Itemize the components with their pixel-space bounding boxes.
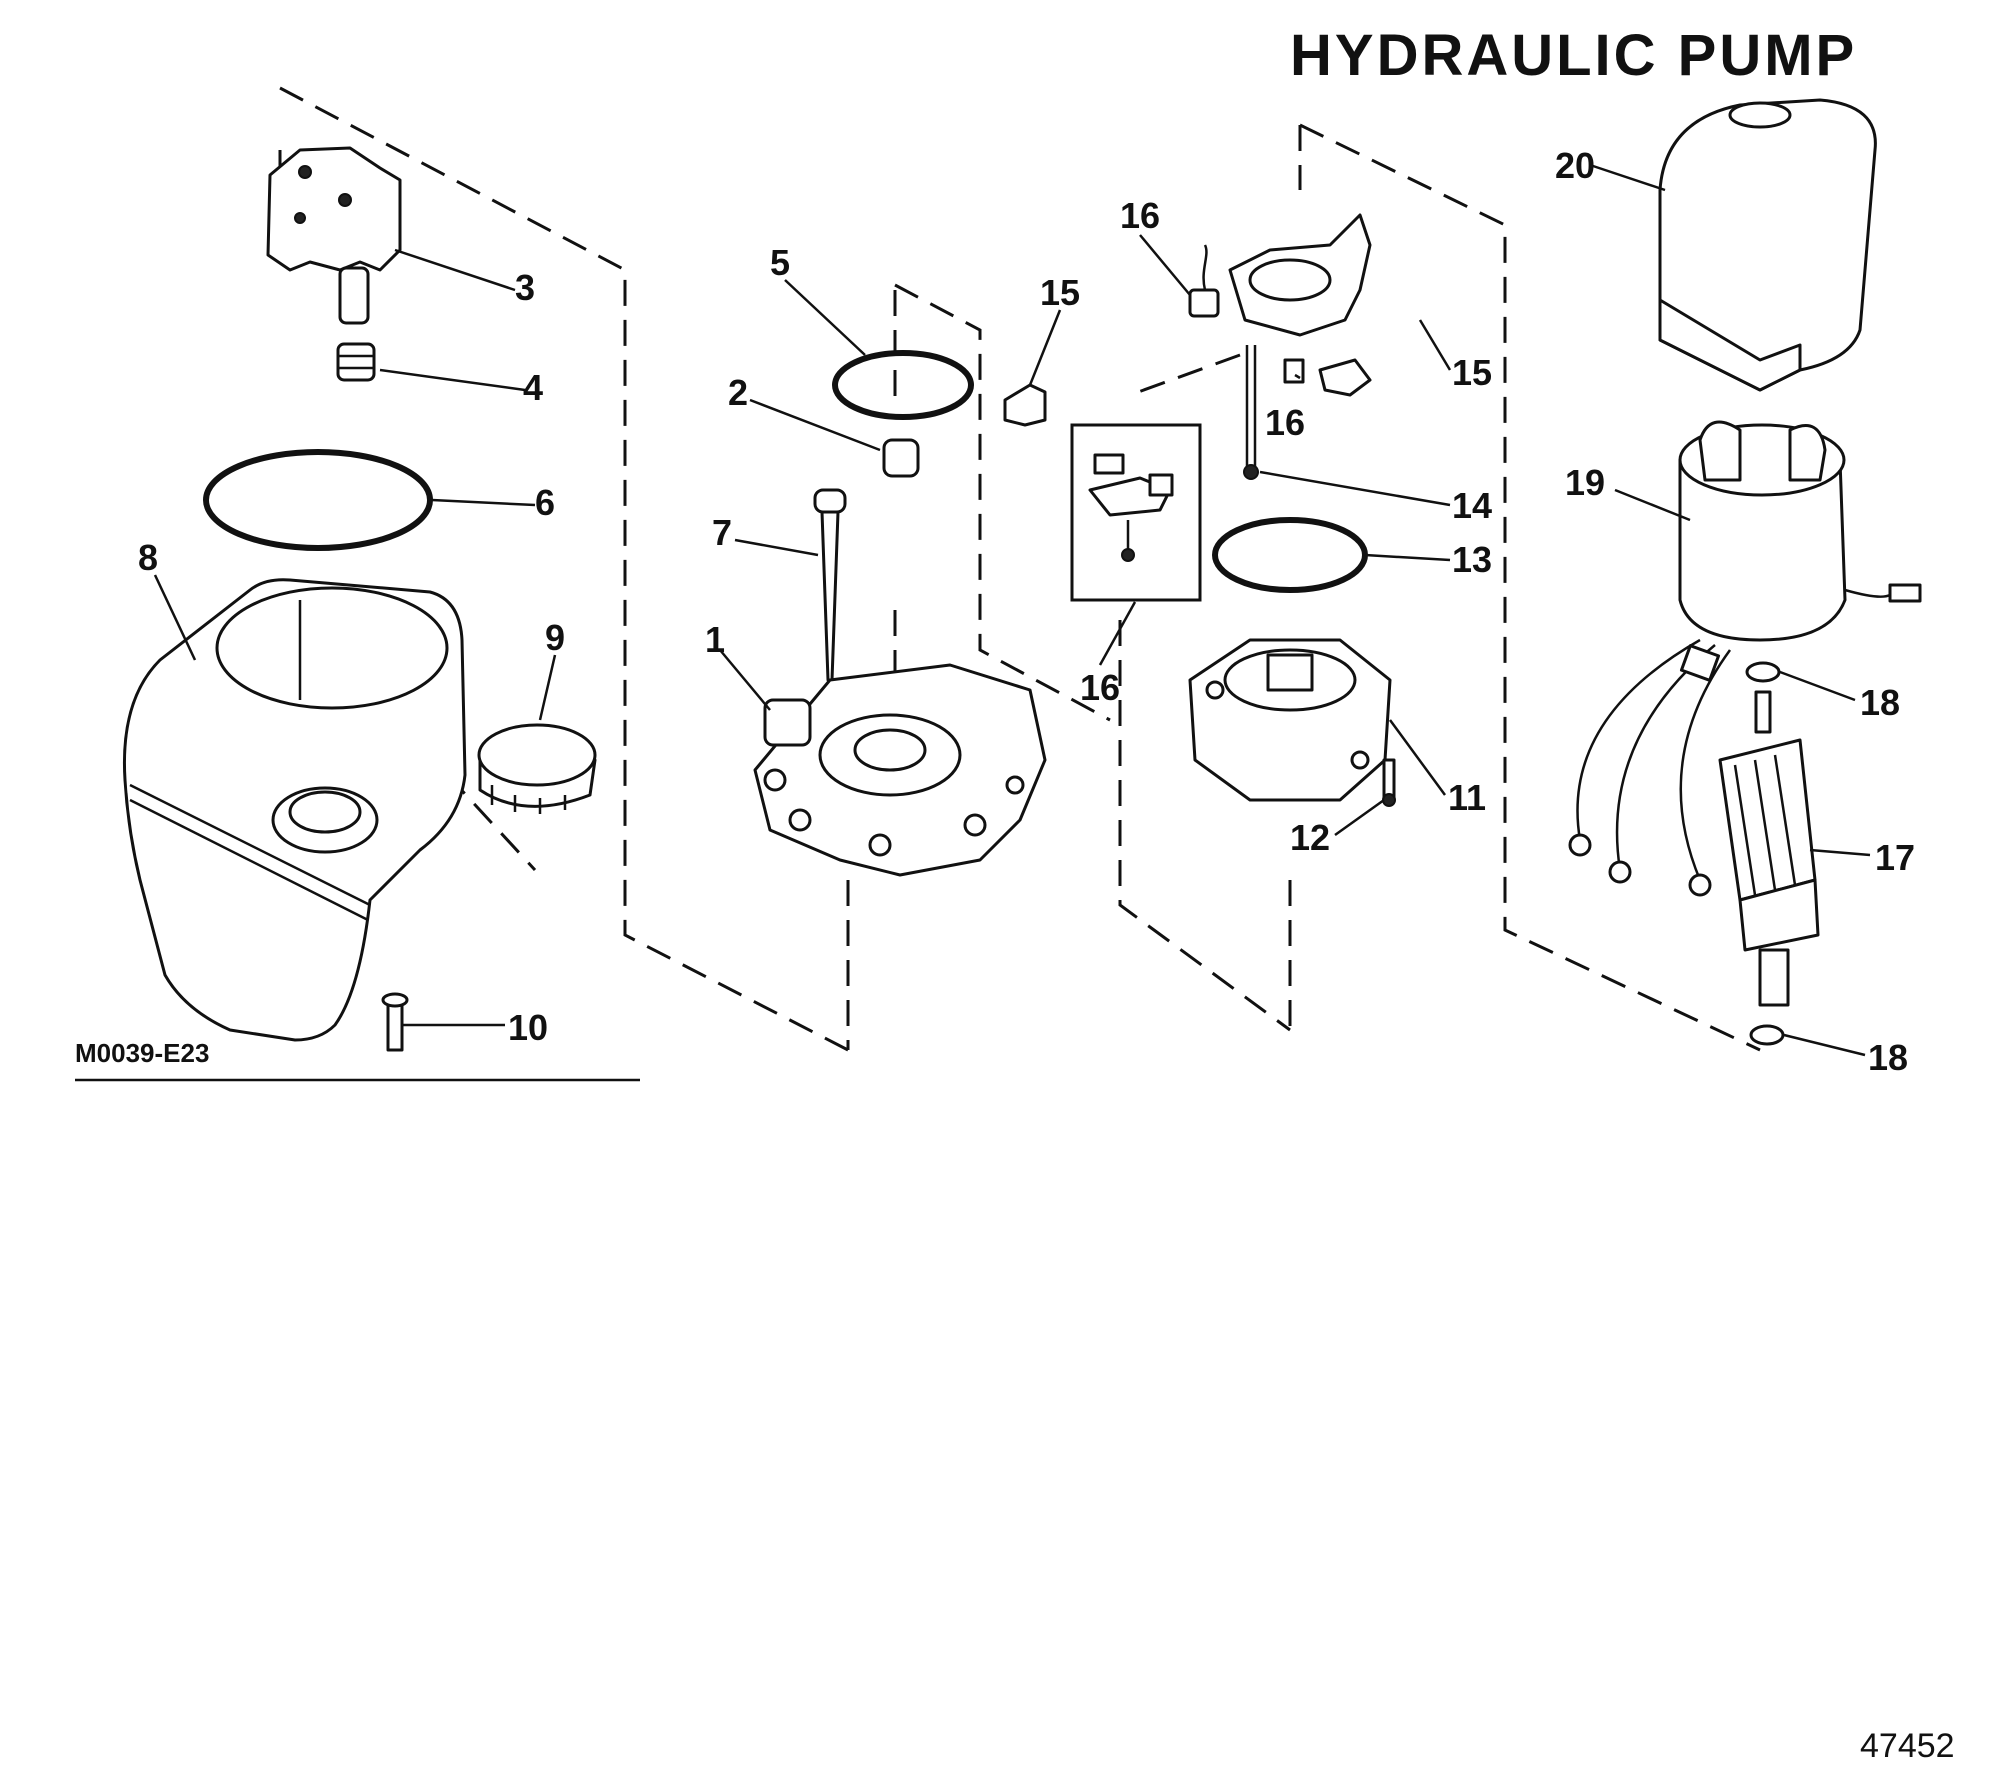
callout-18-top: 18 — [1860, 682, 1900, 723]
callout-labels: 3 4 6 8 9 10 5 2 7 1 15 16 16 16 15 14 1… — [138, 145, 1915, 1078]
part-5-o-ring — [832, 350, 974, 420]
part-16-brush-box — [1070, 423, 1202, 602]
part-8-reservoir — [122, 578, 467, 1042]
callout-2: 2 — [728, 372, 748, 413]
leader-lines — [153, 163, 1871, 1057]
assembly-guide-lines — [278, 86, 1761, 1052]
callout-9: 9 — [545, 617, 565, 658]
part-12-screw — [1382, 758, 1396, 807]
callout-4: 4 — [523, 367, 543, 408]
part-13-o-ring — [1212, 517, 1368, 593]
callout-7: 7 — [712, 512, 732, 553]
part-1-pump-base — [753, 663, 1047, 877]
diagram-title: HYDRAULIC PUMP — [1290, 23, 1857, 88]
callout-8: 8 — [138, 537, 158, 578]
part-14-bolt — [1243, 345, 1259, 480]
callout-12: 12 — [1290, 817, 1330, 858]
callout-14: 14 — [1452, 485, 1492, 526]
callout-20: 20 — [1555, 145, 1595, 186]
callout-19: 19 — [1565, 462, 1605, 503]
part-4-plug — [336, 342, 376, 382]
callout-6: 6 — [535, 482, 555, 523]
callout-1: 1 — [705, 619, 725, 660]
document-number: 47452 — [1860, 1727, 1955, 1765]
part-9-fill-cap — [477, 723, 597, 814]
callout-10: 10 — [508, 1007, 548, 1048]
part-18-washer-top — [1745, 661, 1781, 683]
callout-16-mid: 16 — [1265, 402, 1305, 443]
part-6-o-ring — [203, 449, 433, 551]
callout-11: 11 — [1448, 777, 1486, 818]
callout-15-clip: 15 — [1040, 272, 1080, 313]
part-18-washer-bottom — [1749, 1024, 1785, 1046]
callout-16-top: 16 — [1120, 195, 1160, 236]
part-17-armature — [1718, 690, 1820, 1007]
part-3-valve-body — [266, 146, 402, 325]
callout-17: 17 — [1875, 837, 1915, 878]
callout-13: 13 — [1452, 539, 1492, 580]
callout-16-box: 16 — [1080, 667, 1120, 708]
callout-3: 3 — [515, 267, 535, 308]
figure-code: M0039-E23 — [75, 1038, 209, 1068]
part-11-end-housing — [1188, 638, 1392, 802]
callout-5: 5 — [770, 242, 790, 283]
callout-15-holder: 15 — [1452, 352, 1492, 393]
part-7-dipstick — [813, 488, 847, 682]
part-15-brush-holder — [1188, 213, 1372, 397]
part-20-motor-cover — [1658, 98, 1877, 392]
part-10-screw — [381, 992, 409, 1052]
part-15-clip — [1003, 383, 1047, 427]
part-19-motor-frame — [1568, 420, 1922, 897]
part-2-fitting — [882, 438, 920, 478]
callout-18-bottom: 18 — [1868, 1037, 1908, 1078]
